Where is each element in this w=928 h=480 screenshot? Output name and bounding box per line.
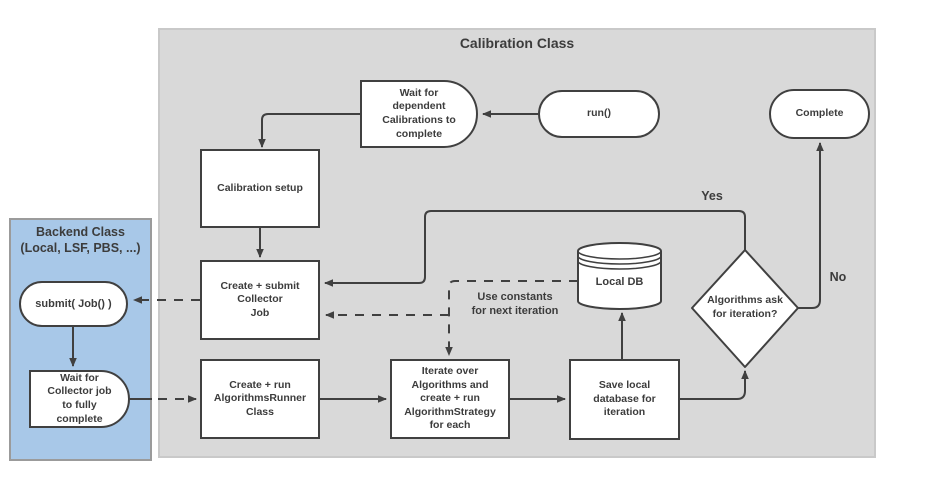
node-submit-job: submit( Job() ): [19, 281, 128, 327]
node-create-submit-collector-job: Create + submit Collector Job: [200, 260, 320, 340]
node-run: run(): [538, 90, 660, 138]
node-wait-collector-job: Wait for Collector job to fully complete: [29, 370, 130, 428]
backend-class-title: Backend Class (Local, LSF, PBS, ...): [20, 225, 141, 256]
node-create-run-algorithmsrunner: Create + run AlgorithmsRunner Class: [200, 359, 320, 439]
calibration-class-title: Calibration Class: [459, 35, 575, 51]
decision-label: Algorithms ask for iteration?: [707, 294, 783, 320]
node-iterate-algorithms: Iterate over Algorithms and create + run…: [390, 359, 510, 439]
node-calibration-setup: Calibration setup: [200, 149, 320, 228]
node-save-local-database: Save local database for iteration: [569, 359, 680, 440]
node-wait-dependent-calibrations: Wait for dependent Calibrations to compl…: [360, 80, 478, 148]
edge-label-use-constants: Use constants for next iteration: [471, 291, 559, 318]
node-complete: Complete: [769, 89, 870, 139]
edge-label-yes: Yes: [701, 189, 723, 203]
edge-label-no: No: [829, 270, 847, 284]
local-db-label: Local DB: [595, 275, 644, 288]
